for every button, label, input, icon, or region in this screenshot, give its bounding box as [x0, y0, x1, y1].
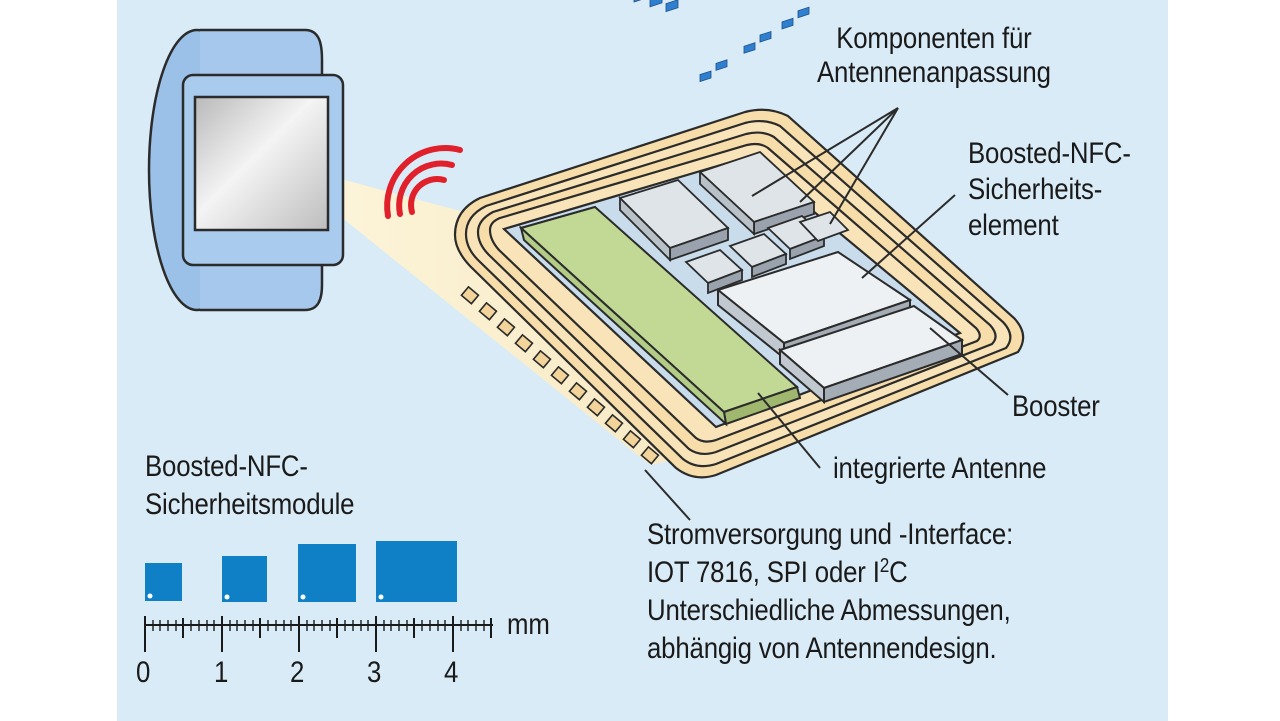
ruler-tick-1: 1 — [214, 656, 229, 689]
module-chip-icon — [145, 541, 457, 602]
label-modules-line1: Boosted-NFC- — [145, 450, 308, 483]
label-power-line2-prefix: IOT 7816, SPI oder I — [647, 556, 880, 589]
label-power-line2: IOT 7816, SPI oder I2C — [647, 554, 1013, 592]
matching-components — [618, 150, 850, 295]
label-booster: Booster — [1012, 390, 1100, 423]
label-modules-line2: Sicherheitsmodule — [145, 488, 355, 521]
ruler-tick-0: 0 — [136, 656, 151, 689]
booster-chip — [778, 304, 965, 405]
mm-ruler — [144, 616, 493, 652]
label-matching-components-line2: Antennenanpassung — [817, 56, 1051, 89]
ruler-tick-4: 4 — [444, 656, 459, 689]
label-power-interface: Stromversorgung und -Interface: IOT 7816… — [647, 516, 1013, 668]
integrated-antenna — [518, 205, 802, 427]
nfc-signal-icon — [384, 145, 463, 219]
label-power-line3: Unterschiedliche Abmessungen, — [647, 594, 1011, 627]
label-matching-components-line1: Komponenten für — [836, 22, 1032, 55]
contact-pins — [460, 285, 660, 465]
ruler-tick-3: 3 — [367, 656, 382, 689]
component-cells — [633, 0, 810, 83]
label-matching-components: Komponenten für Antennenanpassung — [817, 22, 1051, 90]
ruler-tick-2: 2 — [290, 656, 305, 689]
leader-lines — [644, 107, 1009, 521]
label-integrated-antenna: integrierte Antenne — [833, 452, 1047, 485]
smartwatch-icon — [147, 28, 345, 312]
label-modules-title: Boosted-NFC- Sicherheitsmodule — [145, 448, 355, 524]
label-secure-element-line2: Sicherheits- — [968, 173, 1103, 206]
ruler-unit-label: mm — [507, 608, 550, 641]
label-secure-element-line3: element — [968, 209, 1059, 242]
label-power-line2-sup: 2 — [879, 555, 890, 577]
label-power-line2-suffix: C — [889, 556, 908, 589]
label-secure-element: Boosted-NFC- Sicherheits- element — [968, 136, 1131, 244]
label-power-line1: Stromversorgung und -Interface: — [647, 518, 1014, 551]
label-secure-element-line1: Boosted-NFC- — [968, 137, 1131, 170]
label-power-line4: abhängig von Antennendesign. — [647, 632, 997, 665]
